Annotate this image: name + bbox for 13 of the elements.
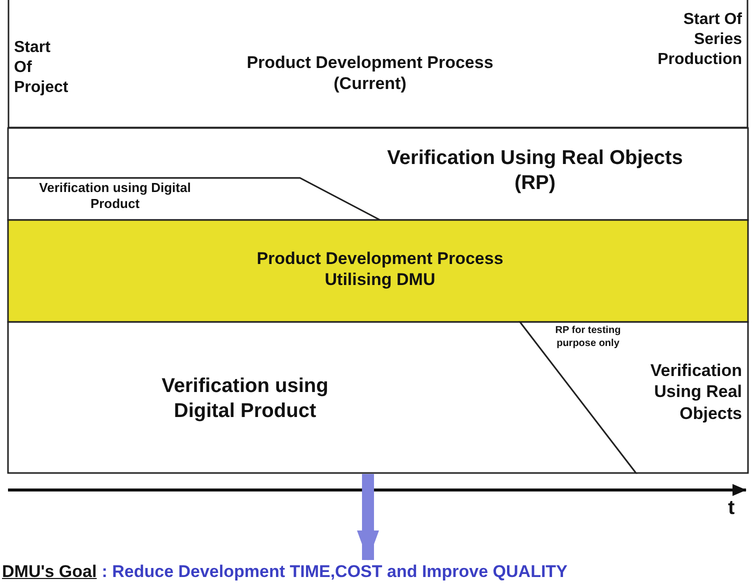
band-label: Product Development Process Utilising DMU bbox=[256, 248, 504, 290]
milestone-label: Start Of Project bbox=[14, 38, 68, 98]
region-label: Verification using Digital Product bbox=[160, 374, 330, 424]
process-title: Product Development Process (Current) bbox=[246, 52, 494, 94]
region-label: Verification Using Real Objects bbox=[650, 360, 742, 424]
goal-text: : Reduce Development TIME,COST and Improve QUALITY bbox=[102, 562, 568, 581]
note-text: RP for testing purpose only bbox=[554, 325, 622, 350]
region-label: Verification using Digital Product bbox=[38, 180, 192, 212]
down-arrow bbox=[357, 474, 379, 560]
axis-label: t bbox=[728, 496, 735, 521]
region-label: Verification Using Real Objects (RP) bbox=[386, 146, 684, 196]
goal-heading: DMU's Goal bbox=[2, 562, 97, 581]
milestone-label: Start Of Series Production bbox=[658, 10, 742, 70]
